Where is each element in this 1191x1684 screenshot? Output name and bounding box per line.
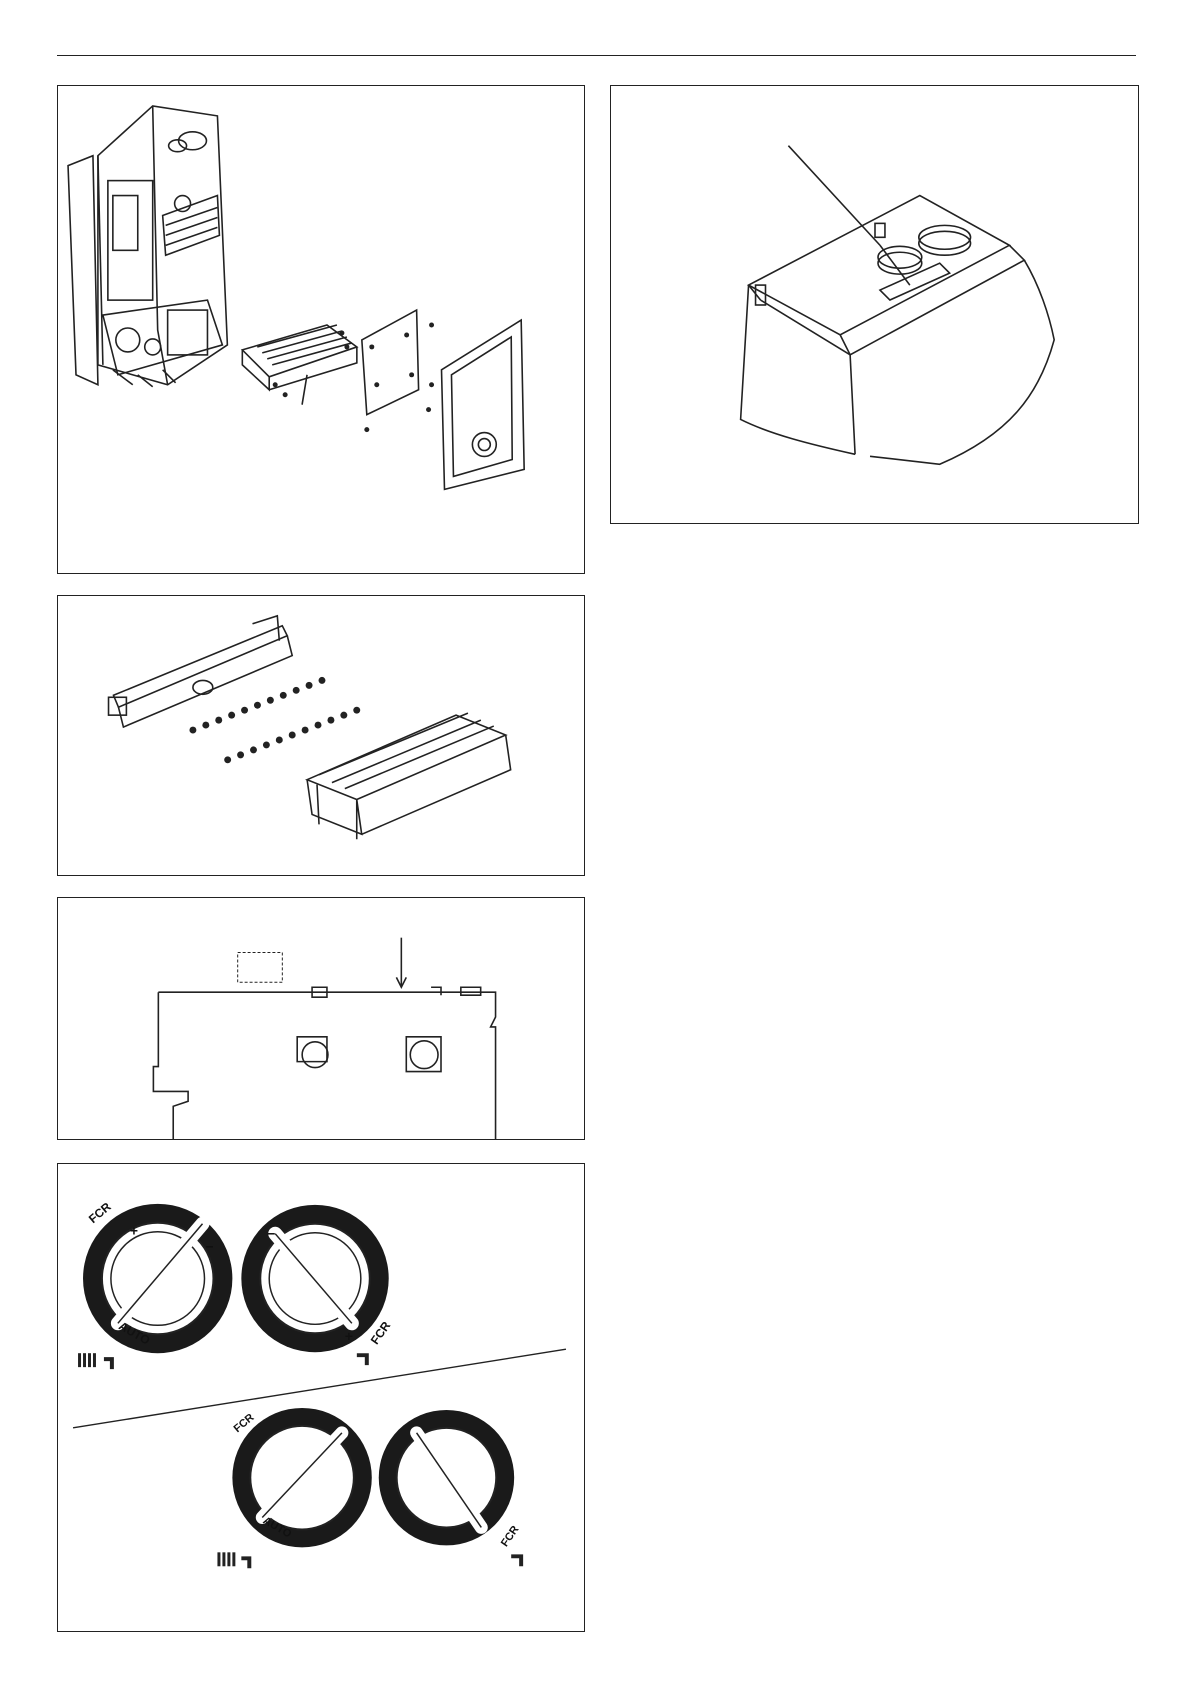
plus-sign-upper-left: + (130, 1223, 138, 1239)
radiator-tap-icon-upper (78, 1353, 114, 1369)
control-pcb-drawing (58, 898, 584, 1139)
heating-knob-upper (83, 1204, 232, 1353)
fcr-label-lower-right: FCR (499, 1524, 522, 1549)
tap-icon-lower-right (511, 1554, 523, 1566)
heating-knob-lower (232, 1408, 371, 1547)
dhw-knob-upper (241, 1205, 388, 1352)
header-rule (57, 55, 1136, 56)
boiler-exploded-drawing (58, 86, 584, 573)
burner-assembly-drawing (58, 596, 584, 875)
flue-top-drawing (611, 86, 1138, 523)
injector-row-upper (189, 677, 325, 734)
figure-flue-top (610, 85, 1139, 524)
figure-boiler-exploded (57, 85, 585, 574)
radiator-tap-icon-lower (217, 1552, 251, 1568)
plus-sign-upper-right: + (345, 1328, 353, 1344)
figure-control-knobs: FCR AUTO FCR FCR AUTO FCR + − + − (57, 1163, 585, 1632)
dhw-knob-lower (379, 1410, 514, 1545)
control-knobs-drawing: FCR AUTO FCR FCR AUTO FCR + − + − (58, 1164, 584, 1631)
minus-sign-upper-left: − (205, 1239, 213, 1255)
tap-icon-upper-right (357, 1353, 369, 1365)
figure-burner-assembly (57, 595, 585, 876)
figure-control-pcb (57, 897, 585, 1140)
minus-sign-upper-right: − (267, 1226, 275, 1242)
injector-row-lower (224, 707, 360, 764)
